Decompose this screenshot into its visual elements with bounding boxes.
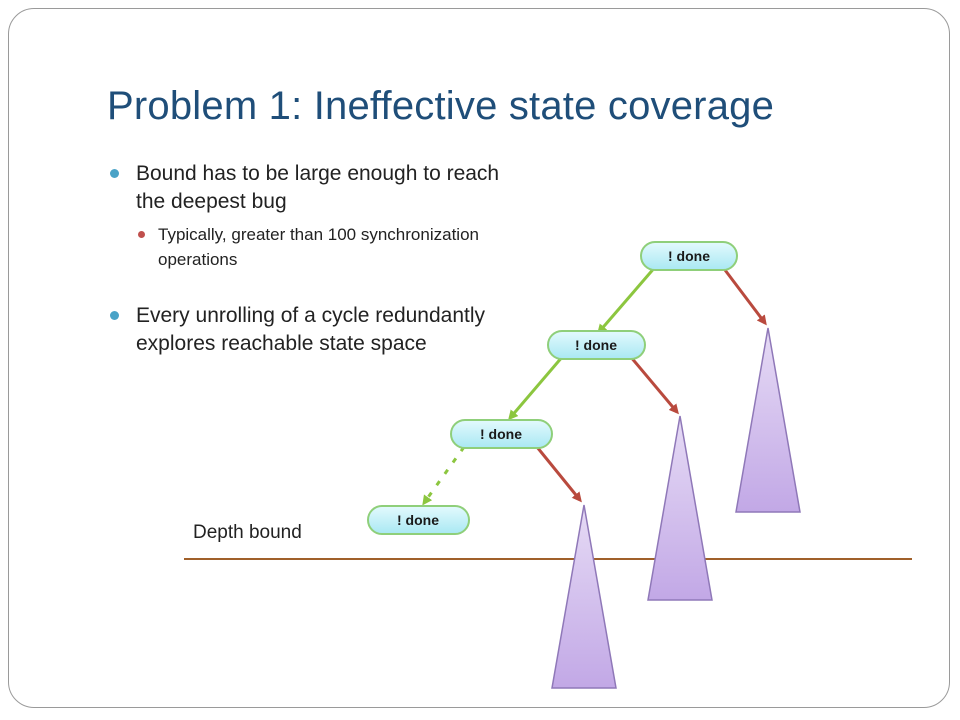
green-edge: [508, 355, 565, 421]
subtree-triangle: [551, 504, 617, 689]
green-edge: [597, 265, 658, 335]
bullet-item: Every unrolling of a cycle redundantly e…: [110, 302, 510, 358]
bullet-item: Bound has to be large enough to reach th…: [110, 160, 510, 216]
node-label: ! done: [397, 512, 439, 528]
subtree-triangle: [647, 415, 713, 601]
subtree-triangle: [735, 327, 801, 513]
node-1: ! done: [640, 241, 738, 271]
red-edge: [535, 446, 582, 503]
depth-bound-label: Depth bound: [193, 522, 302, 543]
node-2: ! done: [547, 330, 646, 360]
slide-frame: [8, 8, 950, 708]
node-label: ! done: [668, 248, 710, 264]
green-dashed-edge: [422, 446, 466, 506]
bullet-list: Bound has to be large enough to reach th…: [110, 160, 510, 364]
node-label: ! done: [575, 337, 617, 353]
sub-bullet-item: Typically, greater than 100 synchronizat…: [138, 222, 510, 272]
slide-title: Problem 1: Ineffective state coverage: [107, 84, 775, 128]
red-edge: [720, 265, 767, 326]
node-4: ! done: [367, 505, 470, 535]
node-label: ! done: [480, 426, 522, 442]
node-3: ! done: [450, 419, 553, 449]
red-edge: [628, 355, 679, 415]
